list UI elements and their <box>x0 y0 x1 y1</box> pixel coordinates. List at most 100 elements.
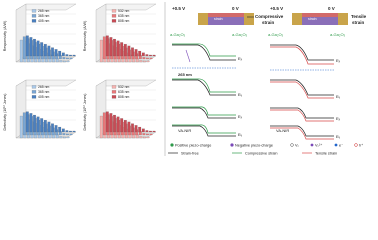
ga2o3-label-t: a-Ga₂O₃ <box>268 32 284 37</box>
strain-label-t: strain <box>308 17 317 21</box>
compressive-title-line2: strain <box>262 20 275 25</box>
chart-bar <box>102 36 106 60</box>
ev-label-lower-t: Eᵥ <box>336 134 341 139</box>
chart-bar <box>138 126 142 133</box>
junction-cb-tensile <box>270 109 334 122</box>
chart-bar <box>40 42 44 57</box>
device-electrode-left-t <box>292 13 302 25</box>
chart-bar <box>99 115 103 139</box>
ec-label-lower: Eₓ <box>238 114 243 119</box>
chart-legend-swatch <box>31 95 37 99</box>
chart-bar <box>131 47 134 57</box>
chart-bar <box>145 130 149 133</box>
chart-bar <box>120 42 124 57</box>
chart-bar <box>116 116 120 133</box>
chart-legend-label: 532 nm <box>118 85 129 89</box>
chart-bar <box>54 49 58 57</box>
junction-vb-strain-free-t <box>270 125 334 137</box>
device-channel-top-t <box>302 13 338 17</box>
valence-band-strain-free-t <box>270 79 334 96</box>
chart-bar <box>142 133 146 136</box>
chart-legend-swatch <box>31 14 37 18</box>
chart-bar <box>152 54 156 57</box>
junction-vb-tensile <box>270 127 334 140</box>
chart-legend-label: 635 nm <box>118 14 129 18</box>
chart-bar <box>138 50 142 57</box>
chart-bar <box>22 112 26 136</box>
chart-bar <box>66 60 70 63</box>
chart-legend-label: 265 nm <box>38 9 49 13</box>
vo-plus-label: Vₒ²⁺ <box>315 144 322 148</box>
chart-bar <box>145 54 149 57</box>
chart-bar <box>63 136 66 139</box>
vo-icon <box>290 143 294 147</box>
positive-charge-icon <box>170 143 174 147</box>
strain-label: strain <box>214 17 223 21</box>
chart-bar <box>51 123 54 133</box>
positive-charge-label: Positive piezo-charge <box>175 144 211 148</box>
bias-label-t: +0.5 V <box>270 6 283 11</box>
electron-label: e⁻ <box>339 144 343 148</box>
chart-bar <box>142 57 146 60</box>
device-electrode-right-t <box>338 13 348 25</box>
chart-bar <box>36 40 40 57</box>
zero-bias-label-t: 0 V <box>328 6 335 11</box>
conduction-band-strain-free <box>172 44 236 61</box>
chart-bar <box>105 111 109 133</box>
chart-y-axis-label: Responsivity (A/W) <box>83 21 87 52</box>
chart-bar <box>58 50 62 57</box>
chart-legend-swatch <box>31 9 37 13</box>
chart-bar <box>69 54 72 57</box>
chart-legend-swatch <box>31 90 37 94</box>
chart-bar <box>139 136 143 139</box>
chart-bar <box>66 136 70 139</box>
chart-bar <box>105 35 109 57</box>
ev-label-t: Eᵥ <box>336 94 341 99</box>
ec-label-t: Eₓ <box>336 58 341 63</box>
negative-charge-label: Negative piezo-charge <box>235 144 273 148</box>
chart-legend-label: 365 nm <box>38 90 49 94</box>
negative-charge-icon <box>230 143 234 147</box>
chart-bar <box>62 57 66 60</box>
chart-bar <box>134 125 138 133</box>
chart-bar <box>116 40 120 57</box>
chart-bar <box>152 130 156 133</box>
device-channel-top <box>208 13 244 17</box>
chart-bar <box>43 44 47 57</box>
chart-bar <box>146 60 150 63</box>
chart-legend-swatch <box>111 90 117 94</box>
chart-bar <box>127 121 131 133</box>
chart-legend-swatch <box>111 95 117 99</box>
chart-legend-label: 808 nm <box>118 95 129 99</box>
chart-bar <box>29 113 33 133</box>
chart-legend-swatch <box>111 14 117 18</box>
chart-bar <box>25 35 29 57</box>
zero-bias-label: 0 V <box>232 6 239 11</box>
chart-bar <box>33 38 36 57</box>
chart-bar <box>62 133 66 136</box>
ga2o3-label: a-Ga₂O₃ <box>170 32 186 37</box>
chart-bar <box>25 111 29 133</box>
device-electrode-right <box>244 13 254 25</box>
chart-bar <box>47 45 51 57</box>
chart-bar <box>63 60 66 63</box>
tensile-band-diagram: +0.5 V 0 V strain Tensile strain a-Ga₂O₃… <box>268 6 367 140</box>
chart-bar <box>54 125 58 133</box>
ec-label: Eₓ <box>238 56 243 61</box>
chart-legend-swatch <box>31 85 37 89</box>
nir-label-t: VA-NIR <box>276 128 289 133</box>
conduction-band-compressive <box>172 43 236 57</box>
chart-bar <box>61 128 65 133</box>
tensile-title-line2: strain <box>352 20 365 25</box>
ec-label-lower-t: Eₓ <box>336 116 341 121</box>
chart-bar <box>72 130 76 133</box>
chart-bar <box>127 45 131 57</box>
chart-y-axis-label: Detectivity (10¹² Jones) <box>3 94 7 131</box>
chart-legend-swatch <box>111 9 117 13</box>
junction-vb-compressive <box>172 124 236 134</box>
chart-bar <box>146 57 149 60</box>
junction-cb-strain-free <box>172 107 236 119</box>
chart-bar <box>102 112 106 136</box>
